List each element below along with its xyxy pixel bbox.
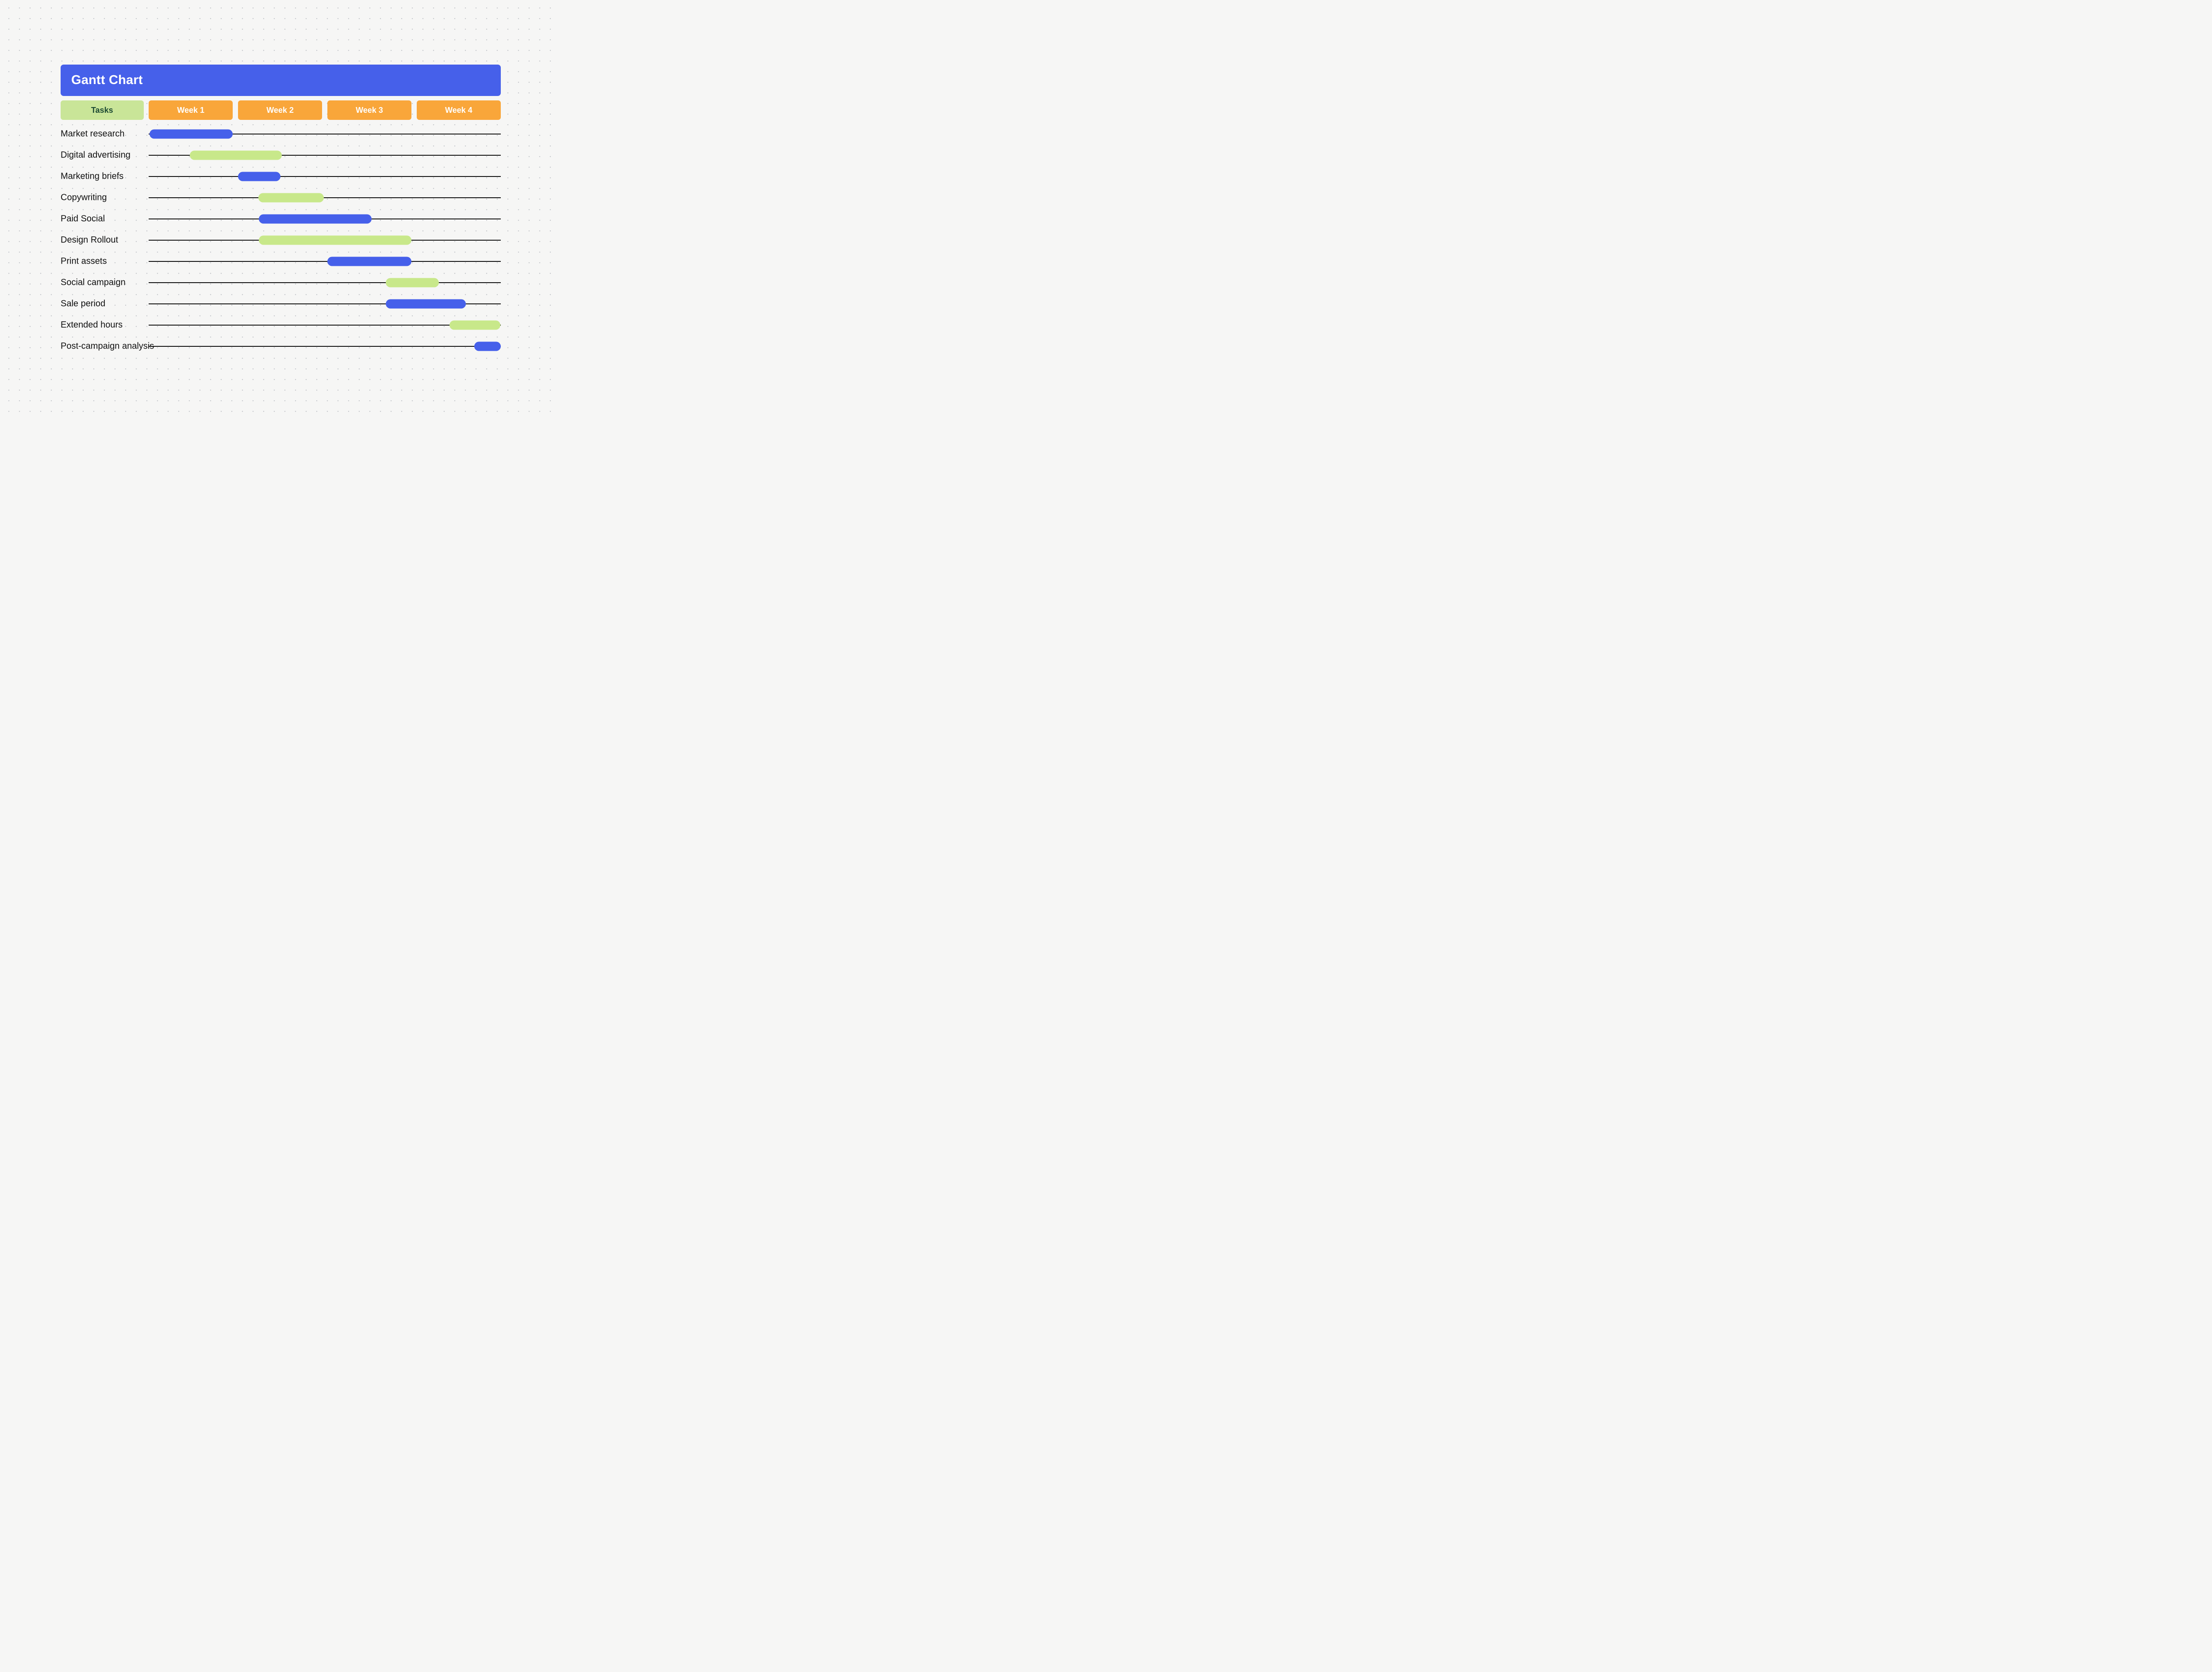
- task-bar: [327, 257, 411, 266]
- tasks-column-header: Tasks: [61, 100, 144, 120]
- task-row: Print assets: [61, 251, 501, 272]
- task-timeline: [149, 166, 501, 187]
- task-label: Digital advertising: [61, 150, 131, 160]
- gantt-chart: Gantt Chart Tasks Week 1 Week 2 Week 3 W…: [61, 65, 501, 357]
- week-4-label: Week 4: [445, 105, 472, 115]
- timeline-line: [149, 155, 501, 156]
- task-row: Post-campaign analysis: [61, 336, 501, 357]
- week-2-label: Week 2: [266, 105, 294, 115]
- task-row: Design Rollout: [61, 230, 501, 251]
- task-label: Design Rollout: [61, 235, 119, 245]
- task-row: Paid Social: [61, 208, 501, 230]
- week-3-header: Week 3: [327, 100, 412, 120]
- task-label: Market research: [61, 129, 125, 139]
- week-3-label: Week 3: [356, 105, 383, 115]
- task-row: Social campaign: [61, 272, 501, 293]
- task-bar: [385, 299, 466, 309]
- task-bar: [474, 341, 501, 351]
- task-row: Marketing briefs: [61, 166, 501, 187]
- task-timeline: [149, 230, 501, 251]
- task-bar: [150, 129, 233, 139]
- task-label: Marketing briefs: [61, 171, 124, 181]
- task-timeline: [149, 314, 501, 336]
- task-bar: [259, 235, 411, 245]
- task-label: Social campaign: [61, 277, 126, 288]
- task-bar: [259, 214, 372, 224]
- task-label: Print assets: [61, 256, 107, 266]
- task-timeline: [149, 251, 501, 272]
- task-row: Digital advertising: [61, 145, 501, 166]
- timeline-line: [149, 282, 501, 283]
- task-timeline: [149, 145, 501, 166]
- task-bar: [385, 278, 439, 288]
- week-1-header: Week 1: [149, 100, 233, 120]
- task-label: Paid Social: [61, 214, 105, 224]
- timeline-line: [149, 197, 501, 198]
- week-2-header: Week 2: [238, 100, 323, 120]
- task-rows: Market research Digital advertising Mark…: [61, 123, 501, 357]
- chart-title-bar: Gantt Chart: [61, 65, 501, 96]
- task-label: Copywriting: [61, 192, 107, 203]
- timeline-line: [149, 176, 501, 177]
- header-row: Tasks Week 1 Week 2 Week 3 Week 4: [61, 100, 501, 120]
- timeline-line: [149, 325, 501, 326]
- task-bar: [258, 193, 324, 203]
- timeline-line: [149, 346, 501, 347]
- timeline-line: [149, 303, 501, 304]
- task-bar: [449, 320, 501, 330]
- tasks-header-label: Tasks: [91, 105, 113, 115]
- task-timeline: [149, 187, 501, 208]
- task-timeline: [149, 336, 501, 357]
- task-timeline: [149, 123, 501, 145]
- week-4-header: Week 4: [416, 100, 501, 120]
- task-row: Market research: [61, 123, 501, 145]
- task-bar: [190, 150, 282, 160]
- task-row: Copywriting: [61, 187, 501, 208]
- chart-title: Gantt Chart: [71, 73, 143, 87]
- task-timeline: [149, 208, 501, 230]
- task-row: Sale period: [61, 293, 501, 314]
- timeline-line: [149, 261, 501, 262]
- task-label: Sale period: [61, 299, 106, 309]
- task-timeline: [149, 293, 501, 314]
- task-row: Extended hours: [61, 314, 501, 336]
- dotted-canvas: Gantt Chart Tasks Week 1 Week 2 Week 3 W…: [0, 0, 557, 418]
- task-label: Extended hours: [61, 320, 123, 330]
- week-1-label: Week 1: [177, 105, 205, 115]
- task-bar: [238, 172, 280, 181]
- task-label: Post-campaign analysis: [61, 341, 154, 351]
- task-timeline: [149, 272, 501, 293]
